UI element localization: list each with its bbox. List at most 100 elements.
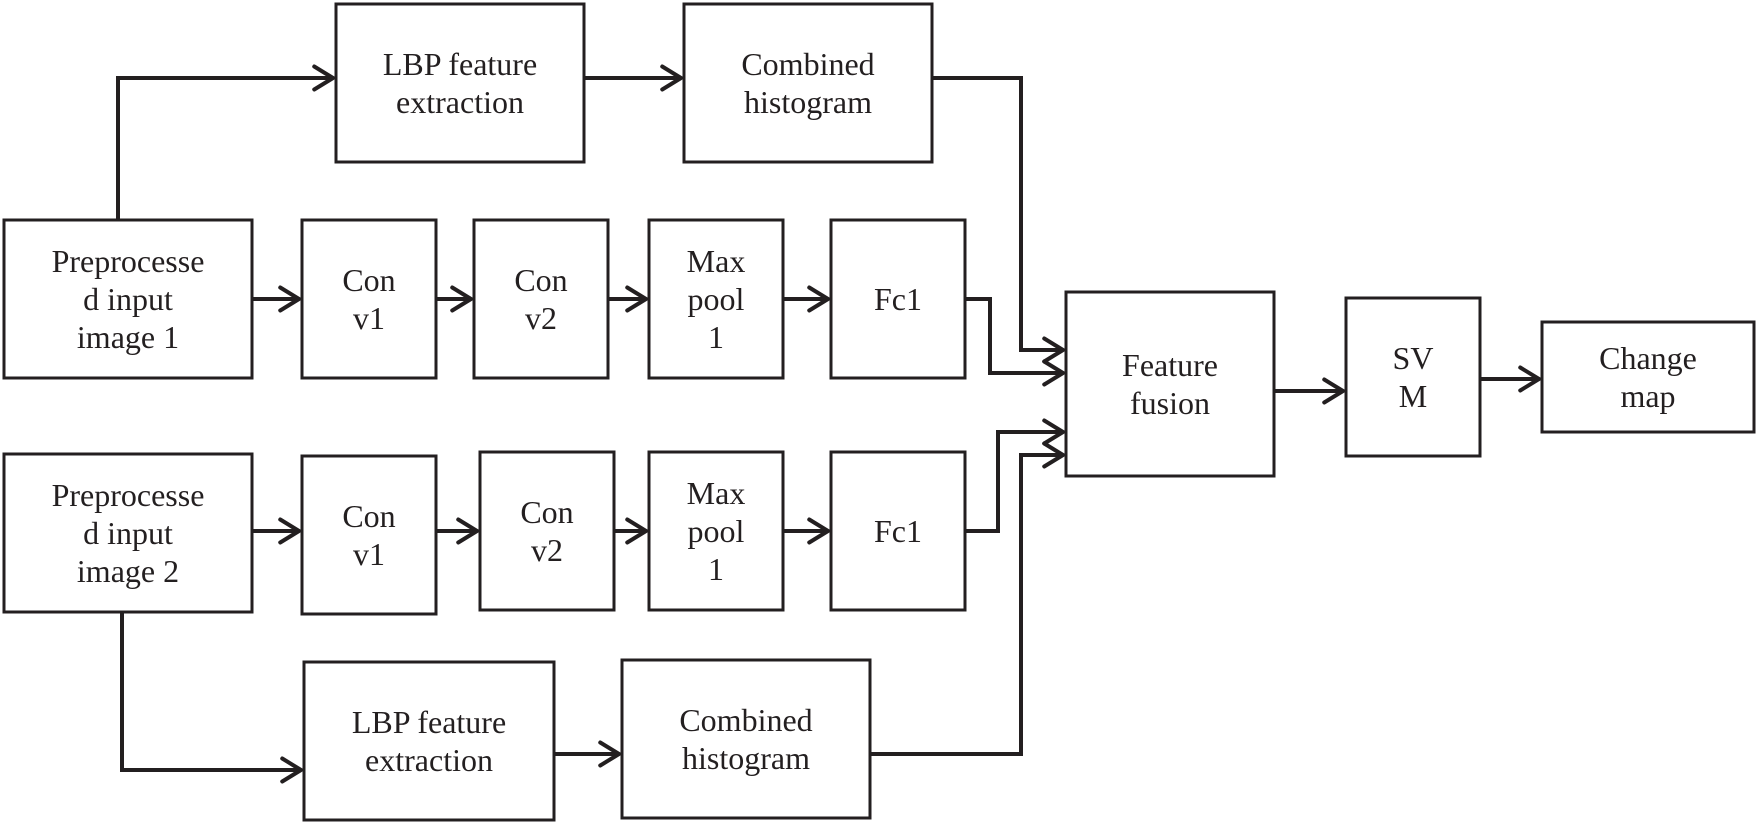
node-change-label-0: Change	[1599, 340, 1697, 376]
node-conv2b-label-1: v2	[531, 532, 563, 568]
arrow-pool1b-to-fc1b	[783, 517, 830, 545]
arrow-fc1b-to-fusion-head	[1042, 418, 1065, 446]
arrow-lbp1-to-hist1-head	[660, 64, 683, 92]
node-fusion-label-1: fusion	[1130, 385, 1210, 421]
arrow-fc1a-to-fusion-line	[965, 297, 1063, 375]
node-fc1a-label-0: Fc1	[874, 281, 922, 317]
arrow-pre1-to-conv1a-head	[278, 285, 301, 313]
node-lbp1-box	[334, 2, 586, 164]
arrow-conv2b-to-pool1b	[614, 517, 648, 545]
node-pool1b-label-1: pool	[688, 513, 745, 549]
node-pool1b-label-2: 1	[708, 551, 724, 587]
arrow-pre2-to-lbp2-line	[120, 612, 301, 772]
node-conv2a-box	[472, 218, 610, 380]
node-conv2a-label-0: Con	[514, 262, 567, 298]
arrow-fc1a-to-fusion-head	[1042, 359, 1065, 387]
node-conv1b-label-0: Con	[342, 498, 395, 534]
node-pool1b-label-0: Max	[687, 475, 746, 511]
arrow-fc1a-to-fusion	[965, 297, 1065, 387]
node-svm-label-1: M	[1399, 378, 1427, 414]
node-pre2-label-0: Preprocesse	[52, 477, 205, 513]
node-pre2-label-1: d input	[83, 515, 173, 551]
node-hist2-box	[620, 658, 872, 820]
node-fc1b-label-0: Fc1	[874, 513, 922, 549]
arrow-conv1a-to-conv2a-head	[450, 285, 473, 313]
arrow-svm-to-change-head	[1518, 365, 1541, 393]
arrow-hist2-to-fusion-line	[870, 453, 1063, 756]
node-lbp1-label-0: LBP feature	[383, 46, 537, 82]
node-pool1a-label-0: Max	[687, 243, 746, 279]
arrow-lbp1-to-hist1	[584, 64, 683, 92]
node-conv1a-label-0: Con	[342, 262, 395, 298]
arrow-hist2-to-fusion	[870, 441, 1065, 756]
arrow-lbp2-to-hist2-head	[598, 740, 621, 768]
arrow-hist1-to-fusion-line	[932, 76, 1063, 352]
node-hist1-label-1: histogram	[744, 84, 872, 120]
node-fusion-label-0: Feature	[1122, 347, 1218, 383]
arrow-pre1-to-lbp1-line	[116, 76, 333, 220]
arrow-pool1a-to-fc1a-head	[807, 285, 830, 313]
node-pool1b-box	[647, 450, 785, 612]
arrow-pre1-to-lbp1-head	[312, 64, 335, 92]
node-svm-box	[1344, 296, 1482, 458]
arrow-pre1-to-conv1a	[252, 285, 301, 313]
node-pre1-label-0: Preprocesse	[52, 243, 205, 279]
node-conv2b-label-0: Con	[520, 494, 573, 530]
arrow-conv2a-to-pool1a	[608, 285, 648, 313]
node-lbp2-label-0: LBP feature	[352, 704, 506, 740]
arrow-conv1b-to-conv2b-head	[456, 517, 479, 545]
arrow-pre2-to-lbp2	[120, 612, 303, 784]
node-conv2a-label-1: v2	[525, 300, 557, 336]
node-conv1a-box	[300, 218, 438, 380]
connectors	[116, 64, 1541, 784]
node-conv1a-label-1: v1	[353, 300, 385, 336]
node-hist2-label-1: histogram	[682, 740, 810, 776]
arrow-fusion-to-svm	[1274, 377, 1345, 405]
node-pre1-label-2: image 1	[77, 319, 179, 355]
node-fc1a-box	[829, 218, 967, 380]
arrow-conv1a-to-conv2a	[436, 285, 473, 313]
arrow-conv2a-to-pool1a-head	[625, 285, 648, 313]
arrow-pre2-to-conv1b-head	[278, 517, 301, 545]
node-fc1a: Fc1	[829, 218, 967, 380]
arrow-fusion-to-svm-head	[1322, 377, 1345, 405]
node-lbp2-box	[302, 660, 556, 822]
node-svm: SVM	[1344, 296, 1482, 458]
node-fc1b-box	[829, 450, 967, 612]
arrow-fc1b-to-fusion-line	[965, 430, 1063, 533]
node-pool1a-box	[647, 218, 785, 380]
arrow-hist1-to-fusion-head	[1042, 336, 1065, 364]
node-fusion-box	[1064, 290, 1276, 478]
arrow-pre2-to-conv1b	[252, 517, 301, 545]
node-svm-label-0: SV	[1393, 340, 1434, 376]
arrow-pool1b-to-fc1b-head	[807, 517, 830, 545]
node-pool1a-label-2: 1	[708, 319, 724, 355]
arrow-pre2-to-lbp2-head	[280, 756, 303, 784]
arrow-hist1-to-fusion	[932, 76, 1065, 364]
node-hist2-label-0: Combined	[679, 702, 812, 738]
arrow-pre1-to-lbp1	[116, 64, 335, 220]
node-pre2-box	[2, 452, 254, 614]
arrow-lbp2-to-hist2	[554, 740, 621, 768]
node-hist1-box	[682, 2, 934, 164]
node-conv1b-box	[300, 454, 438, 616]
node-lbp1-label-1: extraction	[396, 84, 524, 120]
arrow-pool1a-to-fc1a	[783, 285, 830, 313]
arrow-hist2-to-fusion-head	[1042, 441, 1065, 469]
node-lbp2-label-1: extraction	[365, 742, 493, 778]
